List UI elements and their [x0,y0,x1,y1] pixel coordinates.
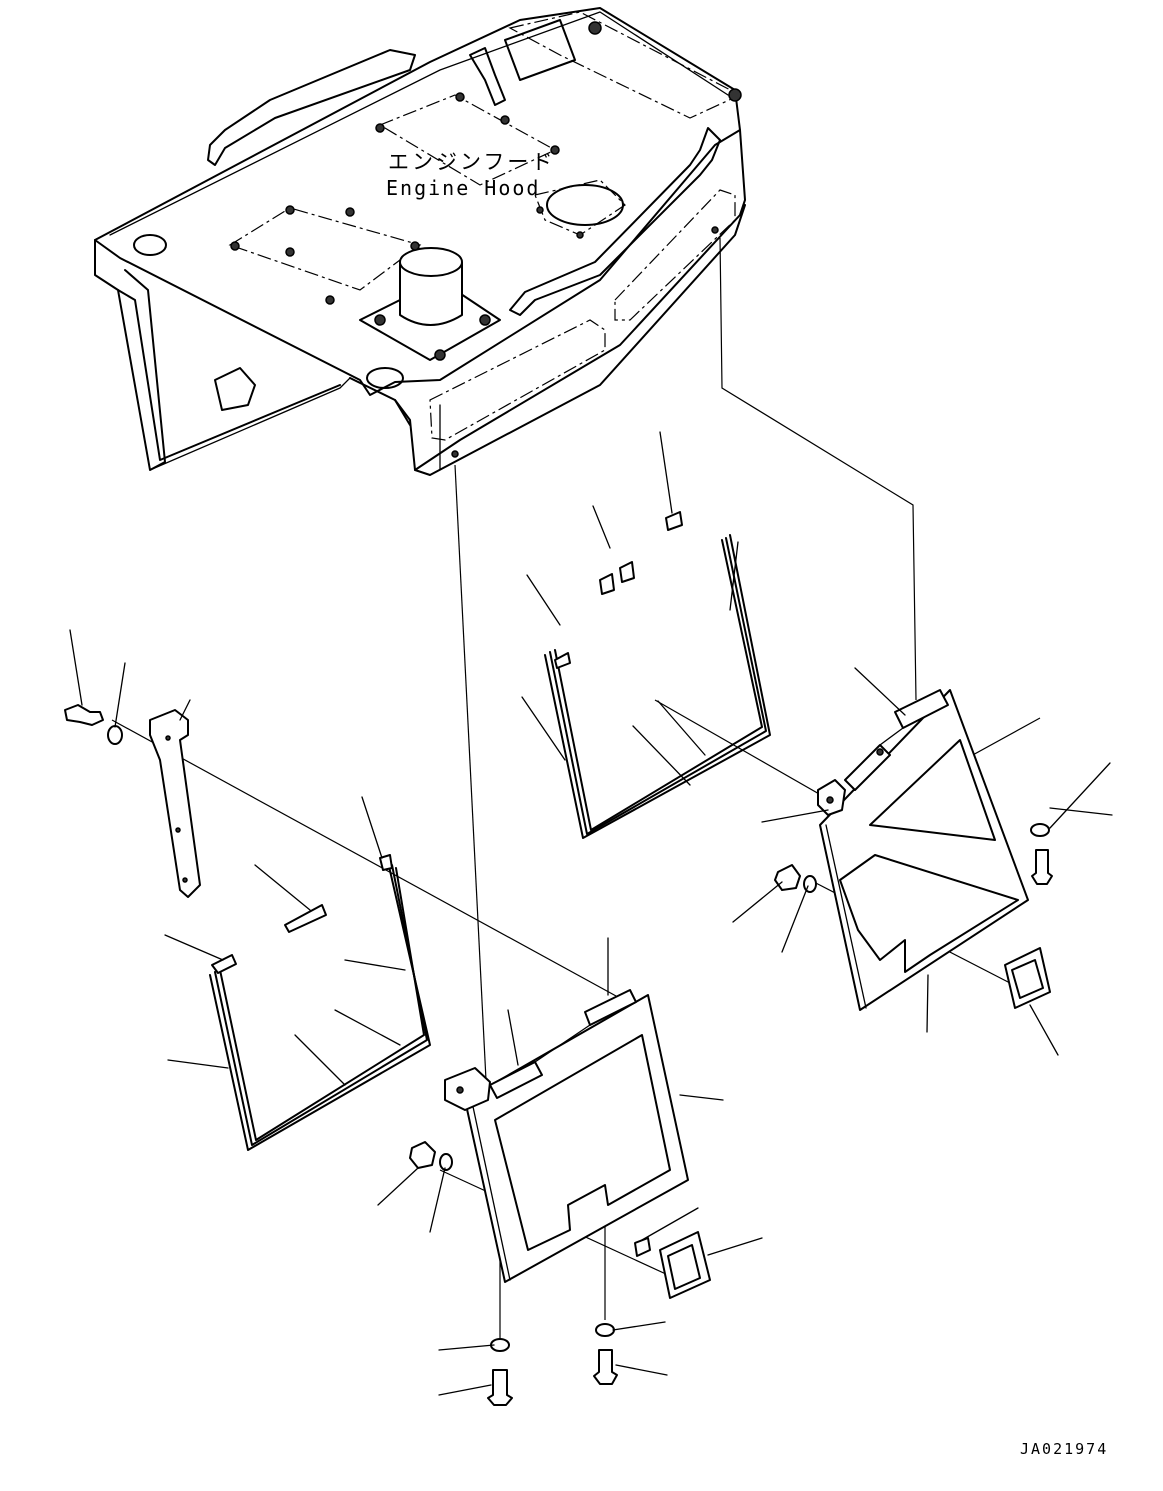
latch-icon-right [1004,947,1051,1009]
washers-bottom [490,1323,615,1352]
bolts-bottom [487,1349,618,1406]
washer-icon-2 [439,1153,453,1171]
engine-hood-frame [94,7,746,476]
seal-strip-upper [544,511,771,839]
washer-icon [107,725,123,745]
bolt-icon-right [1030,823,1053,885]
side-door-right [817,689,1029,1011]
latch-icon [634,1231,711,1299]
drawing-code: JA021974 [1020,1440,1109,1458]
side-door-lower [444,989,689,1283]
engine-hood-label-en: Engine Hood [386,176,541,200]
nut-icon-right [774,864,817,893]
nut-icon [409,1141,436,1169]
hinge-bracket-left [149,709,201,898]
callout-leaders [69,431,1113,1396]
bolt-icon [64,704,104,726]
seal-strip-icon [209,854,431,1151]
engine-hood-label-jp: エンジンフード [388,150,556,174]
